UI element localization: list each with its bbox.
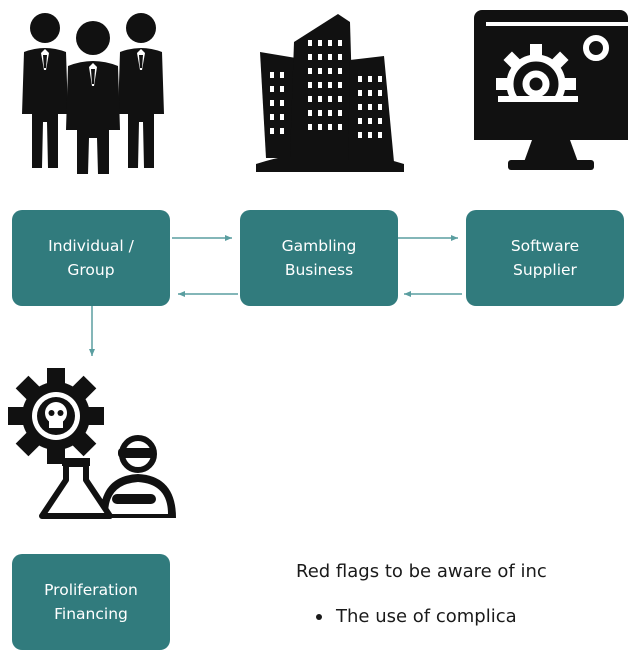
node-proliferation-financing: Proliferation Financing [12, 554, 170, 650]
node-label-line1: Individual / [48, 237, 134, 255]
bullet-text: The use of complica [336, 606, 517, 627]
computer-gear-icon [474, 10, 628, 170]
buildings-icon [256, 14, 404, 172]
red-flags-intro: Red flags to be aware of inc [296, 561, 547, 582]
bullet-item: The use of complica [316, 606, 517, 627]
node-software-supplier: Software Supplier [466, 210, 624, 306]
node-label-line1: Gambling [281, 237, 357, 255]
node-label-line2: Financing [54, 605, 128, 623]
node-gambling-business: Gambling Business [240, 210, 398, 306]
node-label-line2: Group [67, 261, 115, 279]
people-group-icon [22, 13, 164, 174]
node-individual-group: Individual / Group [12, 210, 170, 306]
node-label-line2: Supplier [513, 261, 577, 279]
node-label-line1: Proliferation [44, 581, 138, 599]
node-label-line1: Software [510, 237, 580, 255]
bullet-dot [316, 614, 322, 620]
skull-gear-chemist-icon [8, 368, 176, 519]
node-label-line2: Business [284, 261, 354, 279]
